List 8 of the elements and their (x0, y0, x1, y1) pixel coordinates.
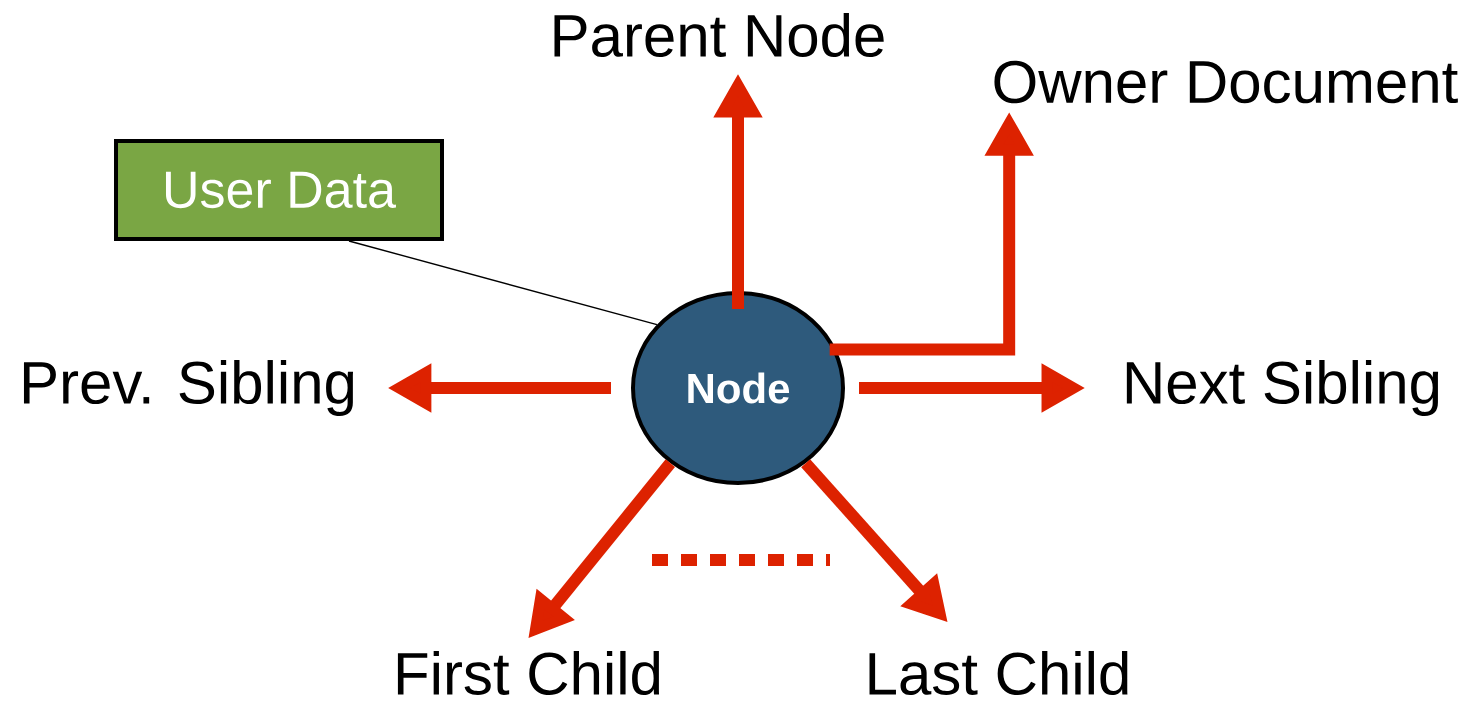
node-label: Last Child (869, 650, 1128, 696)
node-label: Parent Node (554, 12, 884, 58)
data-box: User Data (114, 139, 444, 241)
node-label: Next Sibling (1126, 360, 1439, 416)
node-label: Owner Document (994, 60, 1458, 104)
leader-line (348, 240, 658, 326)
node-label: First Child (397, 650, 660, 696)
node-label: Prev. Sibling (23, 360, 354, 416)
